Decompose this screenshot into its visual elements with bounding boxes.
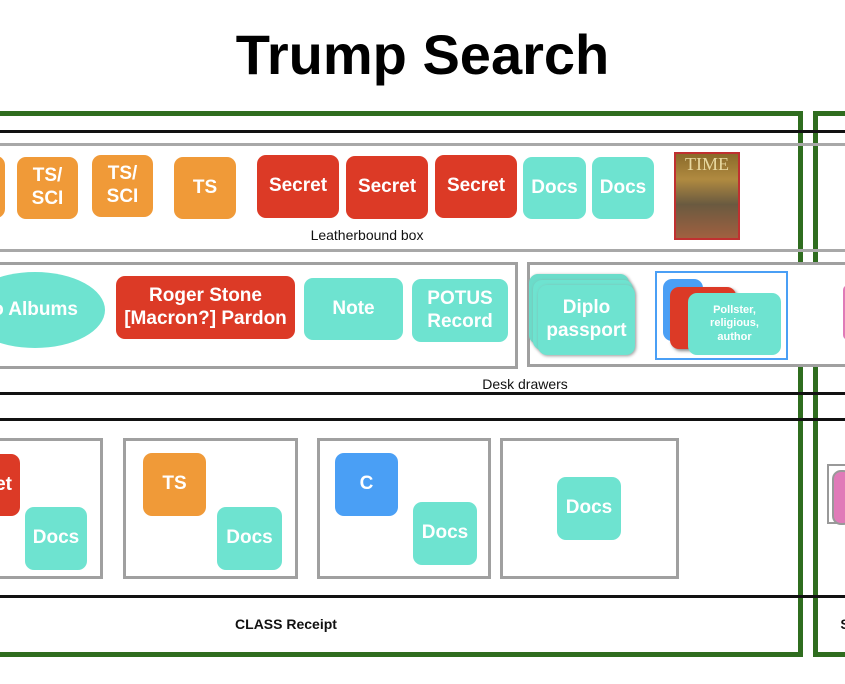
right-section-label: S [838,616,845,632]
pink-chip [843,285,845,340]
potus-record-chip: POTUS Record [412,279,508,342]
secret-chip: Secret [346,156,428,219]
ts-sci-chip: TS/ SCI [92,155,153,217]
docs-chip: Docs [217,507,282,570]
top-secret-chip [0,156,5,218]
secret-chip: Secret [257,155,339,218]
roger-stone-pardon-chip: Roger Stone [Macron?] Pardon [116,276,295,339]
pollster-chip: Pollster, religious, author [688,293,781,355]
diplo-passport-chip: Diplo passport [538,285,635,355]
ts-sci-chip: TS/ SCI [17,157,78,219]
pollster-group [655,271,788,360]
class-receipt-label: CLASS Receipt [235,616,337,632]
receipt-box [500,438,679,579]
docs-chip: Docs [523,157,586,219]
container-right [813,111,845,657]
secret-chip: et [0,454,20,516]
divider [0,392,845,395]
time-magazine-cover: TIME [674,152,740,240]
pink-chip [832,470,845,525]
desk-drawers-label: Desk drawers [482,376,568,392]
ts-chip: TS [143,453,206,516]
leatherbound-bottom [0,249,845,252]
leatherbound-label: Leatherbound box [310,227,424,243]
page-title: Trump Search [235,23,610,86]
docs-chip: Docs [557,477,621,540]
secret-chip: Secret [435,155,517,218]
leatherbound-top [0,143,845,146]
docs-chip: Docs [592,157,654,219]
divider [0,130,845,133]
note-chip: Note [304,278,403,340]
docs-chip: Docs [25,507,87,570]
container-left [0,111,803,657]
divider [0,595,845,598]
confidential-chip: C [335,453,398,516]
divider [0,418,845,421]
ts-chip: TS [174,157,236,219]
docs-chip: Docs [413,502,477,565]
